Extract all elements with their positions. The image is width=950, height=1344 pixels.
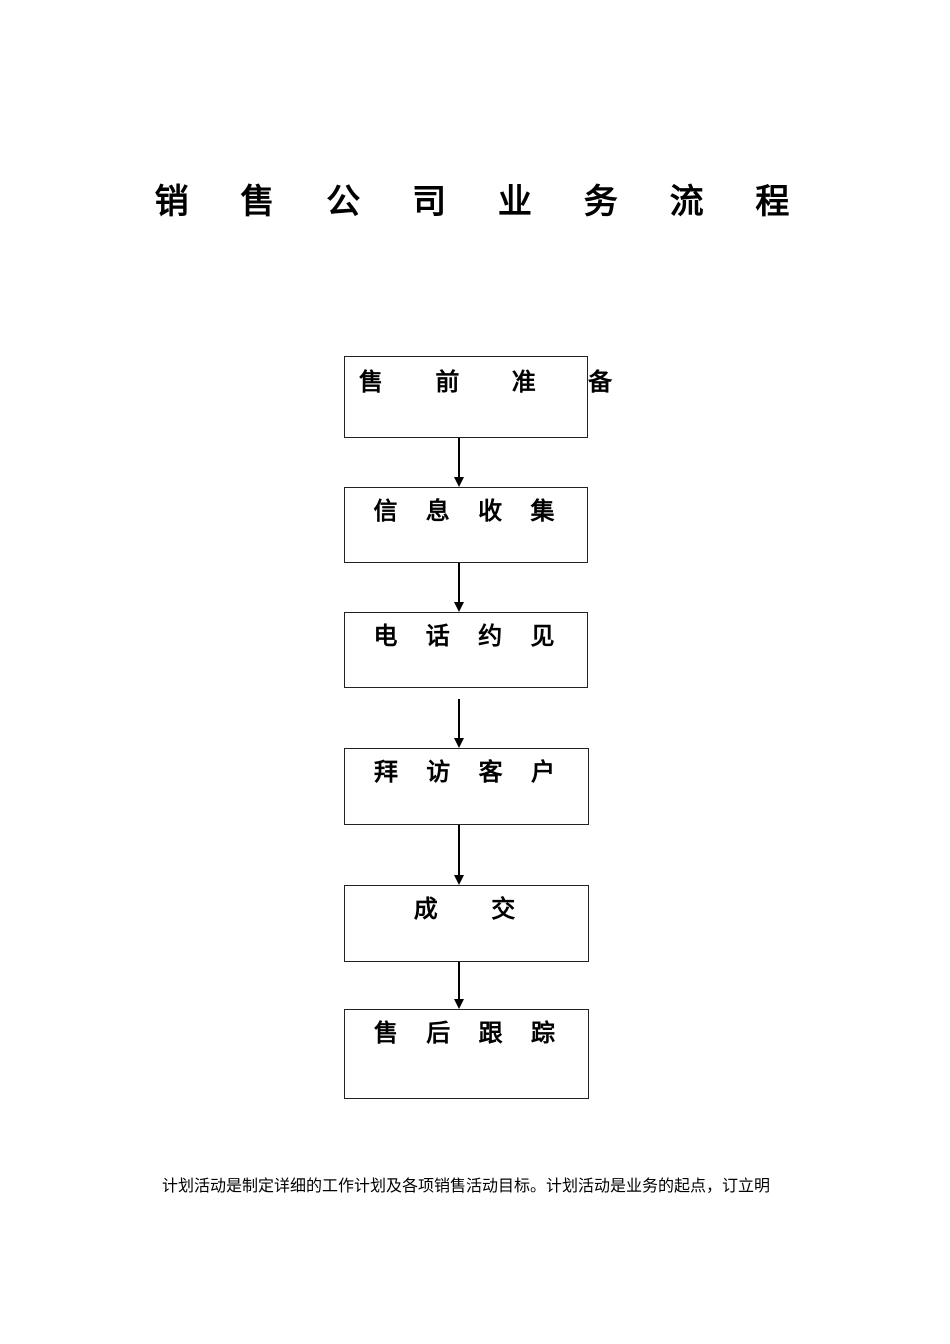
arrow-down-icon (453, 825, 464, 885)
flow-step-deal-closed: 成 交 (344, 885, 589, 962)
arrow-down-icon (453, 438, 464, 487)
arrow-down-icon (453, 962, 464, 1009)
flow-step-label: 电 话 约 见 (373, 622, 565, 650)
flow-step-visit-client: 拜 访 客 户 (344, 748, 589, 825)
arrow-down-icon (453, 563, 464, 612)
flow-step-label: 成 交 (413, 895, 520, 923)
flow-step-after-sales-followup: 售 后 跟 踪 (344, 1009, 589, 1099)
flow-step-label: 信 息 收 集 (373, 497, 565, 525)
flow-step-phone-appointment: 电 话 约 见 (344, 612, 588, 688)
flow-step-label: 售 前 准 备 (359, 368, 635, 396)
flow-step-presales-prep: 售 前 准 备 (344, 356, 635, 438)
flow-step-info-collection: 信 息 收 集 (344, 487, 588, 563)
arrow-down-icon (453, 699, 464, 748)
body-paragraph: 计划活动是制定详细的工作计划及各项销售活动目标。计划活动是业务的起点，订立明 (162, 1176, 771, 1195)
flow-step-label: 售 后 跟 踪 (373, 1019, 566, 1047)
flow-step-label: 拜 访 客 户 (373, 758, 566, 786)
page-title: 销 售 公 司 业 务 流 程 (154, 182, 810, 222)
